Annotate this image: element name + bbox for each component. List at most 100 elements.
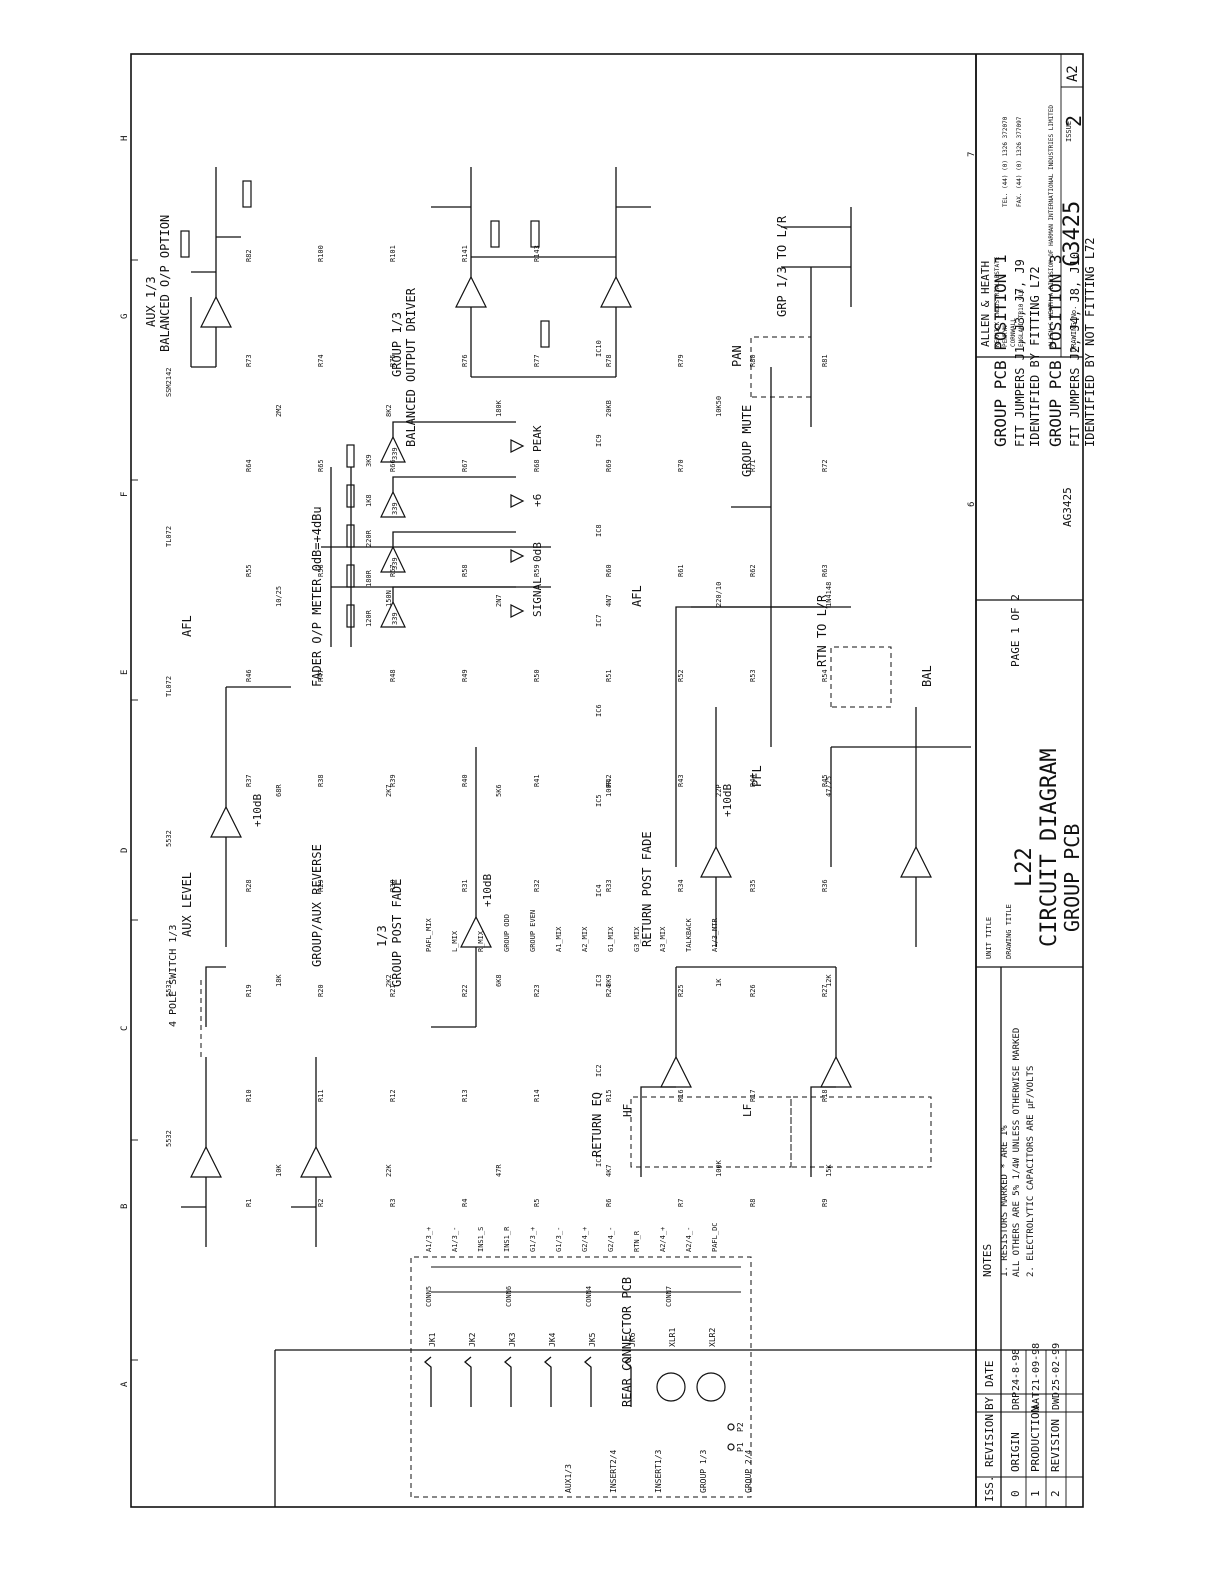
component-value: 12K	[825, 974, 833, 987]
component-ref: R79	[677, 354, 685, 367]
component-ref: R1	[245, 1199, 253, 1207]
rev-by: DWD	[1051, 1392, 1062, 1410]
net-label: RTN_R	[633, 1230, 641, 1252]
group-mute-label: GROUP MUTE	[740, 405, 754, 477]
hf-label: HF	[621, 1104, 634, 1117]
net-label: PAFL_MIX	[425, 917, 433, 952]
component-ref: R12	[389, 1089, 397, 1102]
component-value: 1N4148	[825, 582, 833, 607]
xlr-connector-icon	[696, 1372, 726, 1402]
sheet-size: A2	[1065, 65, 1081, 82]
gain-label: +10dB	[251, 794, 264, 827]
net-label: INS1_S	[477, 1227, 485, 1252]
rev-by: AAT	[1031, 1392, 1042, 1410]
resistor-value: 180R	[365, 569, 373, 587]
led-icon	[510, 439, 525, 453]
grid-letter: F	[120, 492, 130, 497]
net-label: G2/4_+	[581, 1227, 589, 1252]
net-label: GROUP ODD	[503, 914, 511, 952]
rev-iss: 1	[1029, 1490, 1042, 1497]
component-ref: R41	[533, 774, 541, 787]
opamp-type: 5532	[165, 830, 173, 847]
component-ref: R141	[461, 245, 469, 262]
component-ref: R35	[749, 879, 757, 892]
component-ref: R14	[533, 1089, 541, 1102]
opamp-ref: IC9	[595, 434, 603, 447]
component-value: 180K	[495, 399, 503, 417]
component-ref: R46	[245, 669, 253, 682]
opamp-ref: IC4	[595, 884, 603, 897]
component-ref: R47	[317, 669, 325, 682]
unit-title: L22	[1012, 847, 1037, 887]
component-ref: R81	[821, 354, 829, 367]
component-value: 3K9	[605, 974, 613, 987]
jack-ref: JK4	[548, 1332, 557, 1347]
rev-date: 25-02-99	[1051, 1343, 1062, 1391]
input-buffer-ic2	[300, 1145, 332, 1178]
jack-label: GROUP 2/4	[744, 1449, 753, 1493]
pfl-label: PFL	[750, 765, 764, 787]
component-ref: R50	[533, 669, 541, 682]
component-ref: R64	[245, 459, 253, 472]
component-ref: R21	[389, 984, 397, 997]
gain-label: +10dB	[721, 784, 734, 817]
component-ref: R32	[533, 879, 541, 892]
component-value: 4N7	[605, 594, 613, 607]
afl-label-mid: AFL	[630, 585, 644, 607]
jack-label: INSERT2/4	[609, 1449, 618, 1493]
component-value: 10K	[275, 1164, 283, 1177]
group-driver-subtitle: BALANCED OUTPUT DRIVER	[404, 287, 418, 447]
rev-revision: REVISION	[1049, 1419, 1062, 1472]
grid-letter: C	[120, 1026, 130, 1031]
jack-ref: JK6	[628, 1332, 637, 1347]
test-pad-icon	[727, 1423, 735, 1431]
eq-opamp-b	[820, 1055, 852, 1088]
jack-socket-icon	[623, 1356, 632, 1407]
component-ref: R22	[461, 984, 469, 997]
afl-label-top: AFL	[180, 615, 194, 637]
company-address: CORNWALL	[1010, 318, 1017, 347]
component-ref: R27	[821, 984, 829, 997]
net-label: INS1_R	[503, 1226, 511, 1252]
net-label: L_MIX	[451, 930, 459, 952]
component-ref: R60	[605, 564, 613, 577]
company-division: ALLEN & HEATH A DIVISION OF HARMAN INTER…	[1048, 105, 1055, 347]
group-post-fade-opamp	[460, 915, 492, 948]
component-value: 2K2	[385, 974, 393, 987]
component-ref: R6	[605, 1199, 613, 1207]
comparator-339	[380, 435, 406, 463]
component-value: 10K50	[715, 396, 723, 417]
aux-level-title: AUX LEVEL	[180, 872, 194, 937]
component-ref: R37	[245, 774, 253, 787]
component-ref: R54	[821, 669, 829, 682]
component-ref: R26	[749, 984, 757, 997]
component-ref: R13	[461, 1089, 469, 1102]
jack-socket-icon	[423, 1356, 432, 1407]
component-ref: R74	[317, 354, 325, 367]
component-ref: R61	[677, 564, 685, 577]
jack-ref: XLR2	[708, 1328, 717, 1347]
bal-label: BAL	[920, 665, 934, 687]
net-label: A1/3_MTR	[711, 917, 719, 952]
jack-ref: JK5	[588, 1332, 597, 1347]
pcb-note-1: GROUP PCB POSITION 1	[991, 254, 1010, 447]
component-ref: R4	[461, 1199, 469, 1207]
component-value: 150N	[385, 590, 393, 607]
component-ref: R76	[461, 354, 469, 367]
rtn-to-lr-label: RTN TO L/R	[815, 594, 829, 667]
pcb-note-4: GROUP PCB POSITION 3	[1046, 254, 1065, 447]
component-ref: R3	[389, 1199, 397, 1207]
drawing-border	[130, 53, 1084, 1508]
rev-date: 21-09-98	[1031, 1343, 1042, 1391]
comparator-339	[380, 490, 406, 518]
opamp-type: 5532	[165, 1130, 173, 1147]
opamp-type: TL072	[165, 526, 173, 547]
component-ref: R53	[749, 669, 757, 682]
group-post-fade-number: 1/3	[375, 925, 389, 947]
meter-led-label: +6	[531, 494, 544, 507]
company-address: PENRYN	[1002, 325, 1009, 347]
note-2: 2. ELECTROLYTIC CAPACITORS ARE µF/VOLTS	[1026, 1066, 1036, 1277]
component-ref: R11	[317, 1089, 325, 1102]
